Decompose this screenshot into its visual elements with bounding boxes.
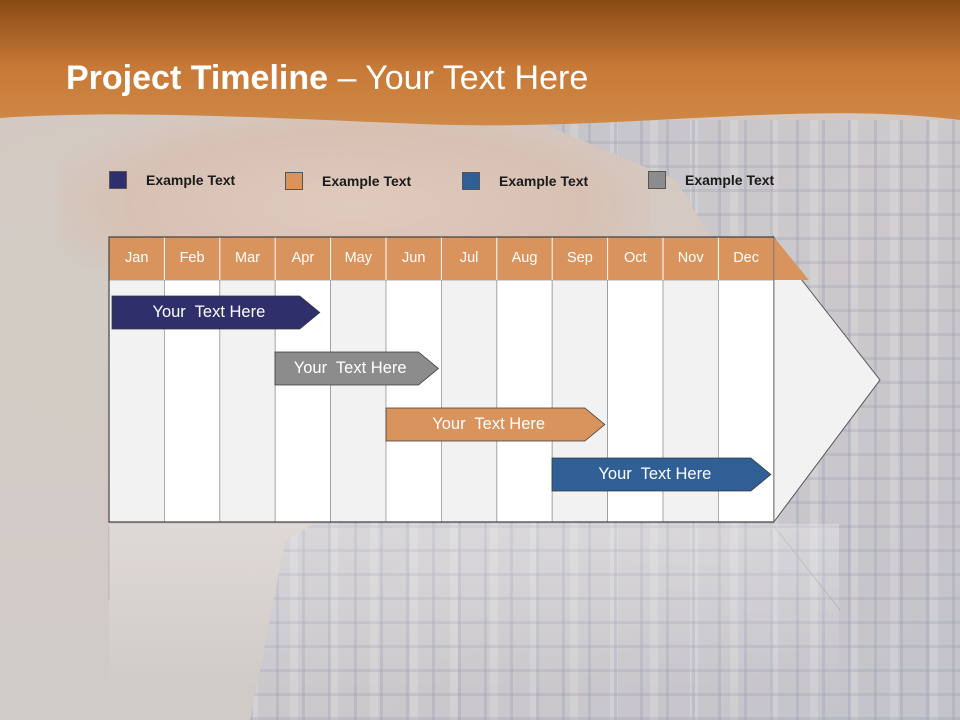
month-label: Dec bbox=[733, 250, 759, 266]
task-bar-arrow bbox=[275, 351, 440, 386]
month-label: Nov bbox=[677, 250, 704, 266]
task-bar[interactable]: Your Text Here bbox=[111, 295, 321, 330]
task-bar-arrow bbox=[111, 295, 321, 330]
month-lane bbox=[440, 279, 498, 523]
month-label: Apr bbox=[291, 250, 315, 266]
legend-item: Example Text bbox=[648, 171, 774, 189]
task-bar-shape bbox=[111, 295, 321, 330]
month-lane bbox=[330, 279, 387, 523]
month-label: Feb bbox=[179, 250, 205, 266]
page-title: Project Timeline – Your Text Here bbox=[66, 59, 589, 97]
title-rest: – Your Text Here bbox=[328, 59, 589, 97]
legend-swatch bbox=[648, 171, 666, 189]
legend-item: Example Text bbox=[109, 171, 235, 189]
month-label: Sep bbox=[566, 250, 593, 266]
month-label: May bbox=[344, 250, 372, 266]
legend-swatch bbox=[462, 172, 480, 190]
month-lane bbox=[496, 279, 553, 523]
month-label: Jul bbox=[459, 250, 479, 266]
task-bar[interactable]: Your Text Here bbox=[385, 407, 606, 442]
month-label: Oct bbox=[624, 250, 647, 266]
legend-item: Example Text bbox=[462, 172, 588, 190]
task-bar-label: Your Text Here bbox=[152, 303, 266, 321]
task-bar-shape bbox=[552, 457, 772, 492]
header-band bbox=[0, 0, 960, 126]
task-bar-label: Your Text Here bbox=[432, 415, 546, 433]
legend-label: Example Text bbox=[685, 172, 775, 188]
reflection-edge-right bbox=[773, 525, 841, 611]
month-label: Jun bbox=[402, 250, 426, 266]
title-bold: Project Timeline bbox=[66, 59, 329, 97]
month-label: Mar bbox=[235, 250, 260, 266]
grid-border bbox=[108, 236, 774, 523]
task-bar-shape bbox=[275, 351, 440, 386]
legend-label: Example Text bbox=[322, 173, 412, 189]
task-bar-label: Your Text Here bbox=[598, 465, 712, 483]
month-header-bg bbox=[109, 237, 809, 280]
task-bar[interactable]: Your Text Here bbox=[552, 457, 772, 492]
task-bar-arrow bbox=[552, 457, 772, 492]
month-label: Aug bbox=[511, 250, 538, 266]
legend-swatch bbox=[109, 171, 127, 189]
legend-item: Example Text bbox=[285, 172, 411, 190]
month-label: Jan bbox=[125, 250, 149, 266]
legend-swatch bbox=[285, 172, 303, 190]
task-bar-arrow bbox=[385, 407, 606, 442]
month-lane bbox=[385, 279, 442, 523]
legend-label: Example Text bbox=[146, 172, 236, 188]
task-bar[interactable]: Your Text Here bbox=[275, 351, 440, 386]
task-bar-shape bbox=[385, 407, 606, 442]
task-bar-label: Your Text Here bbox=[293, 359, 407, 377]
legend-label: Example Text bbox=[499, 173, 589, 189]
